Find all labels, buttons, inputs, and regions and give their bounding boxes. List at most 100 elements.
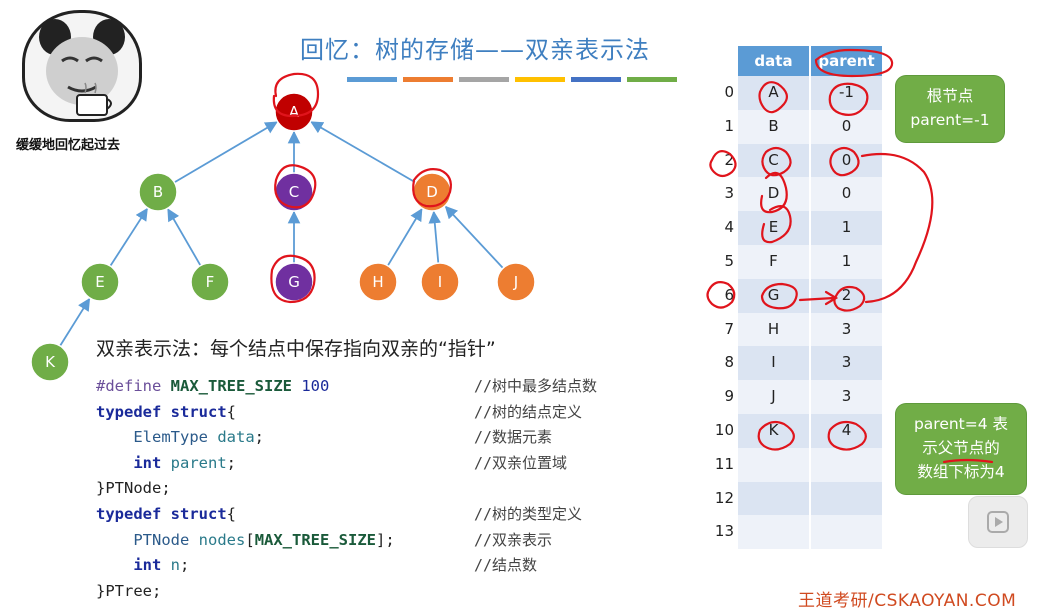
row-index: 11 xyxy=(714,454,734,473)
cell-parent: 3 xyxy=(811,312,882,347)
code-comment: //树中最多结点数 xyxy=(474,377,598,395)
play-button[interactable] xyxy=(968,496,1028,548)
meme-caption: 缓缓地回忆起过去 xyxy=(16,138,121,153)
callout-line: parent=4 表 xyxy=(913,415,1009,433)
tree-node-c: C xyxy=(274,172,314,212)
code-brace: { xyxy=(226,402,237,421)
watermark-text: 王道考研/CSKAOYAN.COM xyxy=(798,591,1017,611)
panda-face-image xyxy=(22,10,142,122)
row-index: 1 xyxy=(724,116,734,135)
code-number: 100 xyxy=(301,377,330,395)
code-macro: MAX_TREE_SIZE xyxy=(254,530,377,549)
code-type: int xyxy=(133,453,162,472)
tree-node-label: J xyxy=(513,273,518,291)
title-bar-segment xyxy=(347,77,397,82)
cell-data xyxy=(738,447,809,482)
table-header: data parent xyxy=(738,46,884,76)
cell-data: I xyxy=(738,346,809,381)
tree-node-circle xyxy=(80,262,120,302)
tree-node-k: K xyxy=(30,342,70,382)
code-comment: //树的类型定义 xyxy=(474,504,583,523)
row-index: 12 xyxy=(714,488,734,507)
code-macro: MAX_TREE_SIZE xyxy=(170,377,292,395)
table-row xyxy=(738,481,884,516)
tree-node-b: B xyxy=(138,172,178,212)
code-bracket: [ xyxy=(245,530,255,549)
code-text: }PTNode; xyxy=(96,479,171,498)
title-bar-segment xyxy=(571,77,621,82)
row-index: 13 xyxy=(714,522,734,541)
cell-parent: 4 xyxy=(811,413,882,448)
tree-edge-f-to-b xyxy=(167,208,202,266)
code-keyword: typedef xyxy=(96,504,162,523)
tree-edges xyxy=(59,121,504,347)
tree-node-e: E xyxy=(80,262,120,302)
tree-node-a: A xyxy=(274,92,314,132)
code-comment: //数据元素 xyxy=(474,428,553,447)
row-index: 9 xyxy=(724,387,734,406)
cell-parent: 1 xyxy=(811,244,882,279)
cell-data: G xyxy=(738,278,809,313)
cell-parent: 1 xyxy=(811,211,882,245)
cell-parent: 3 xyxy=(811,380,882,414)
code-line: }PTNode; xyxy=(96,476,616,502)
callout-line: parent=-1 xyxy=(910,111,990,129)
tree-node-label: E xyxy=(95,273,104,291)
code-variable: nodes xyxy=(198,530,246,549)
code-line: typedef struct{ //树的类型定义 xyxy=(96,502,616,528)
cell-data: K xyxy=(738,413,809,448)
code-keyword: struct xyxy=(170,504,227,523)
code-block: #define MAX_TREE_SIZE 100//树中最多结点数 typed… xyxy=(96,374,616,604)
tree-node-i: I xyxy=(420,262,460,302)
code-brace: { xyxy=(226,504,237,523)
code-semicolon: ; xyxy=(254,428,264,447)
code-keyword: struct xyxy=(170,402,227,421)
code-line: }PTree; xyxy=(96,579,616,605)
row-index: 0 xyxy=(724,83,734,101)
cell-data xyxy=(738,481,809,516)
title-bar-segment xyxy=(459,77,509,82)
tree-edge-i-to-d xyxy=(428,210,442,264)
code-variable: data xyxy=(217,428,255,447)
tree-node-circle xyxy=(190,262,230,302)
cell-parent xyxy=(811,481,882,516)
cell-parent: 0 xyxy=(811,109,882,144)
tree-node-label: C xyxy=(289,183,299,201)
title-bar-segment xyxy=(515,77,565,82)
header-data: data xyxy=(738,46,809,76)
code-variable: n xyxy=(170,556,181,575)
tree-node-label: I xyxy=(438,273,442,291)
cell-parent: -1 xyxy=(811,76,882,110)
row-index: 4 xyxy=(724,218,734,237)
cell-data: C xyxy=(738,143,809,178)
callout-line: 根节点 xyxy=(926,87,974,105)
cell-parent xyxy=(811,447,882,482)
table-row xyxy=(738,447,884,482)
table-row xyxy=(738,515,884,550)
description-text: 双亲表示法：每个结点中保存指向双亲的“指针” xyxy=(96,338,496,360)
code-line: ElemType data;//数据元素 xyxy=(96,425,616,451)
code-line: PTNode nodes[MAX_TREE_SIZE];//双亲表示 xyxy=(96,528,616,554)
code-comment: //结点数 xyxy=(474,556,538,575)
code-line: int parent;//双亲位置域 xyxy=(96,451,616,477)
callout-line: 数组下标为4 xyxy=(917,463,1005,481)
cell-data: A xyxy=(738,76,809,110)
cell-data: J xyxy=(738,380,809,414)
code-keyword: typedef xyxy=(96,402,162,421)
tree-node-d: D xyxy=(412,172,452,212)
tree-edge-k-to-e xyxy=(59,297,91,347)
tree-node-circle xyxy=(138,172,178,212)
tree-node-g: G xyxy=(274,262,314,302)
row-index: 5 xyxy=(724,251,734,270)
callout-line: 示父节点的 xyxy=(922,439,1000,457)
slide-title: 回忆：树的存储——双亲表示法 xyxy=(300,36,650,64)
tree-node-circle xyxy=(420,262,460,302)
header-parent: parent xyxy=(811,46,882,76)
tree-node-label: G xyxy=(288,273,300,291)
code-text: }PTree; xyxy=(96,581,162,600)
